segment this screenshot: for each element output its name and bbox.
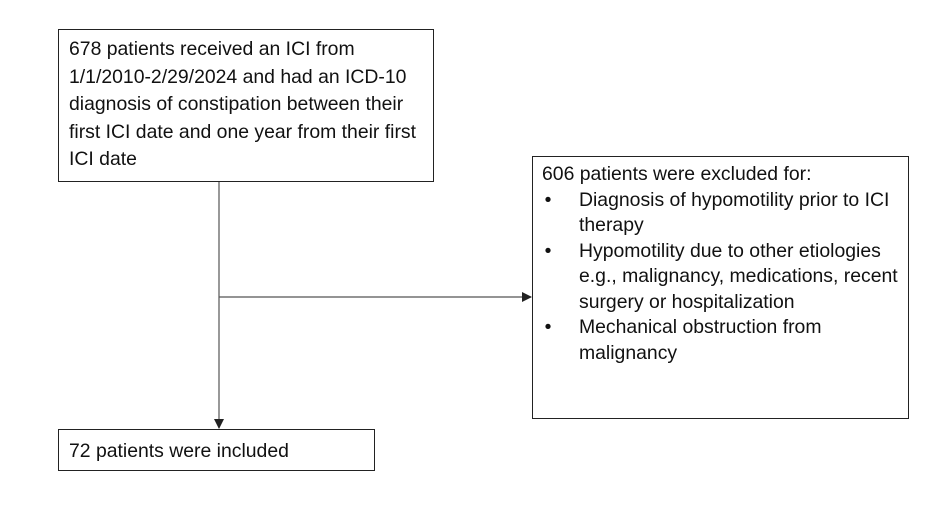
excluded-patients-heading: 606 patients were excluded for: [542, 163, 812, 185]
bullet-icon: • [544, 188, 552, 211]
exclusion-criterion-text: Mechanical obstruction from malignancy [579, 316, 822, 364]
eligible-patients-text: 678 patients received an ICI from 1/1/20… [69, 38, 417, 170]
excluded-patients-box: 606 patients were excluded for: • Diagno… [532, 156, 909, 419]
bullet-icon: • [544, 316, 552, 338]
bullet-icon: • [544, 239, 552, 262]
exclusion-criterion: • Mechanical obstruction from malignancy [542, 315, 900, 366]
exclusion-criterion: • Hypomotility due to other etiologies e… [542, 239, 900, 316]
included-patients-box: 72 patients were included [58, 429, 375, 471]
exclusion-criterion: • Diagnosis of hypomotility prior to ICI… [542, 188, 900, 239]
included-patients-text: 72 patients were included [69, 440, 289, 462]
exclusion-criteria-list: • Diagnosis of hypomotility prior to ICI… [542, 188, 900, 367]
exclusion-criterion-text: Hypomotility due to other etiologies e.g… [579, 239, 898, 313]
exclusion-criterion-text: Diagnosis of hypomotility prior to ICI t… [579, 188, 890, 237]
eligible-patients-box: 678 patients received an ICI from 1/1/20… [58, 29, 434, 182]
